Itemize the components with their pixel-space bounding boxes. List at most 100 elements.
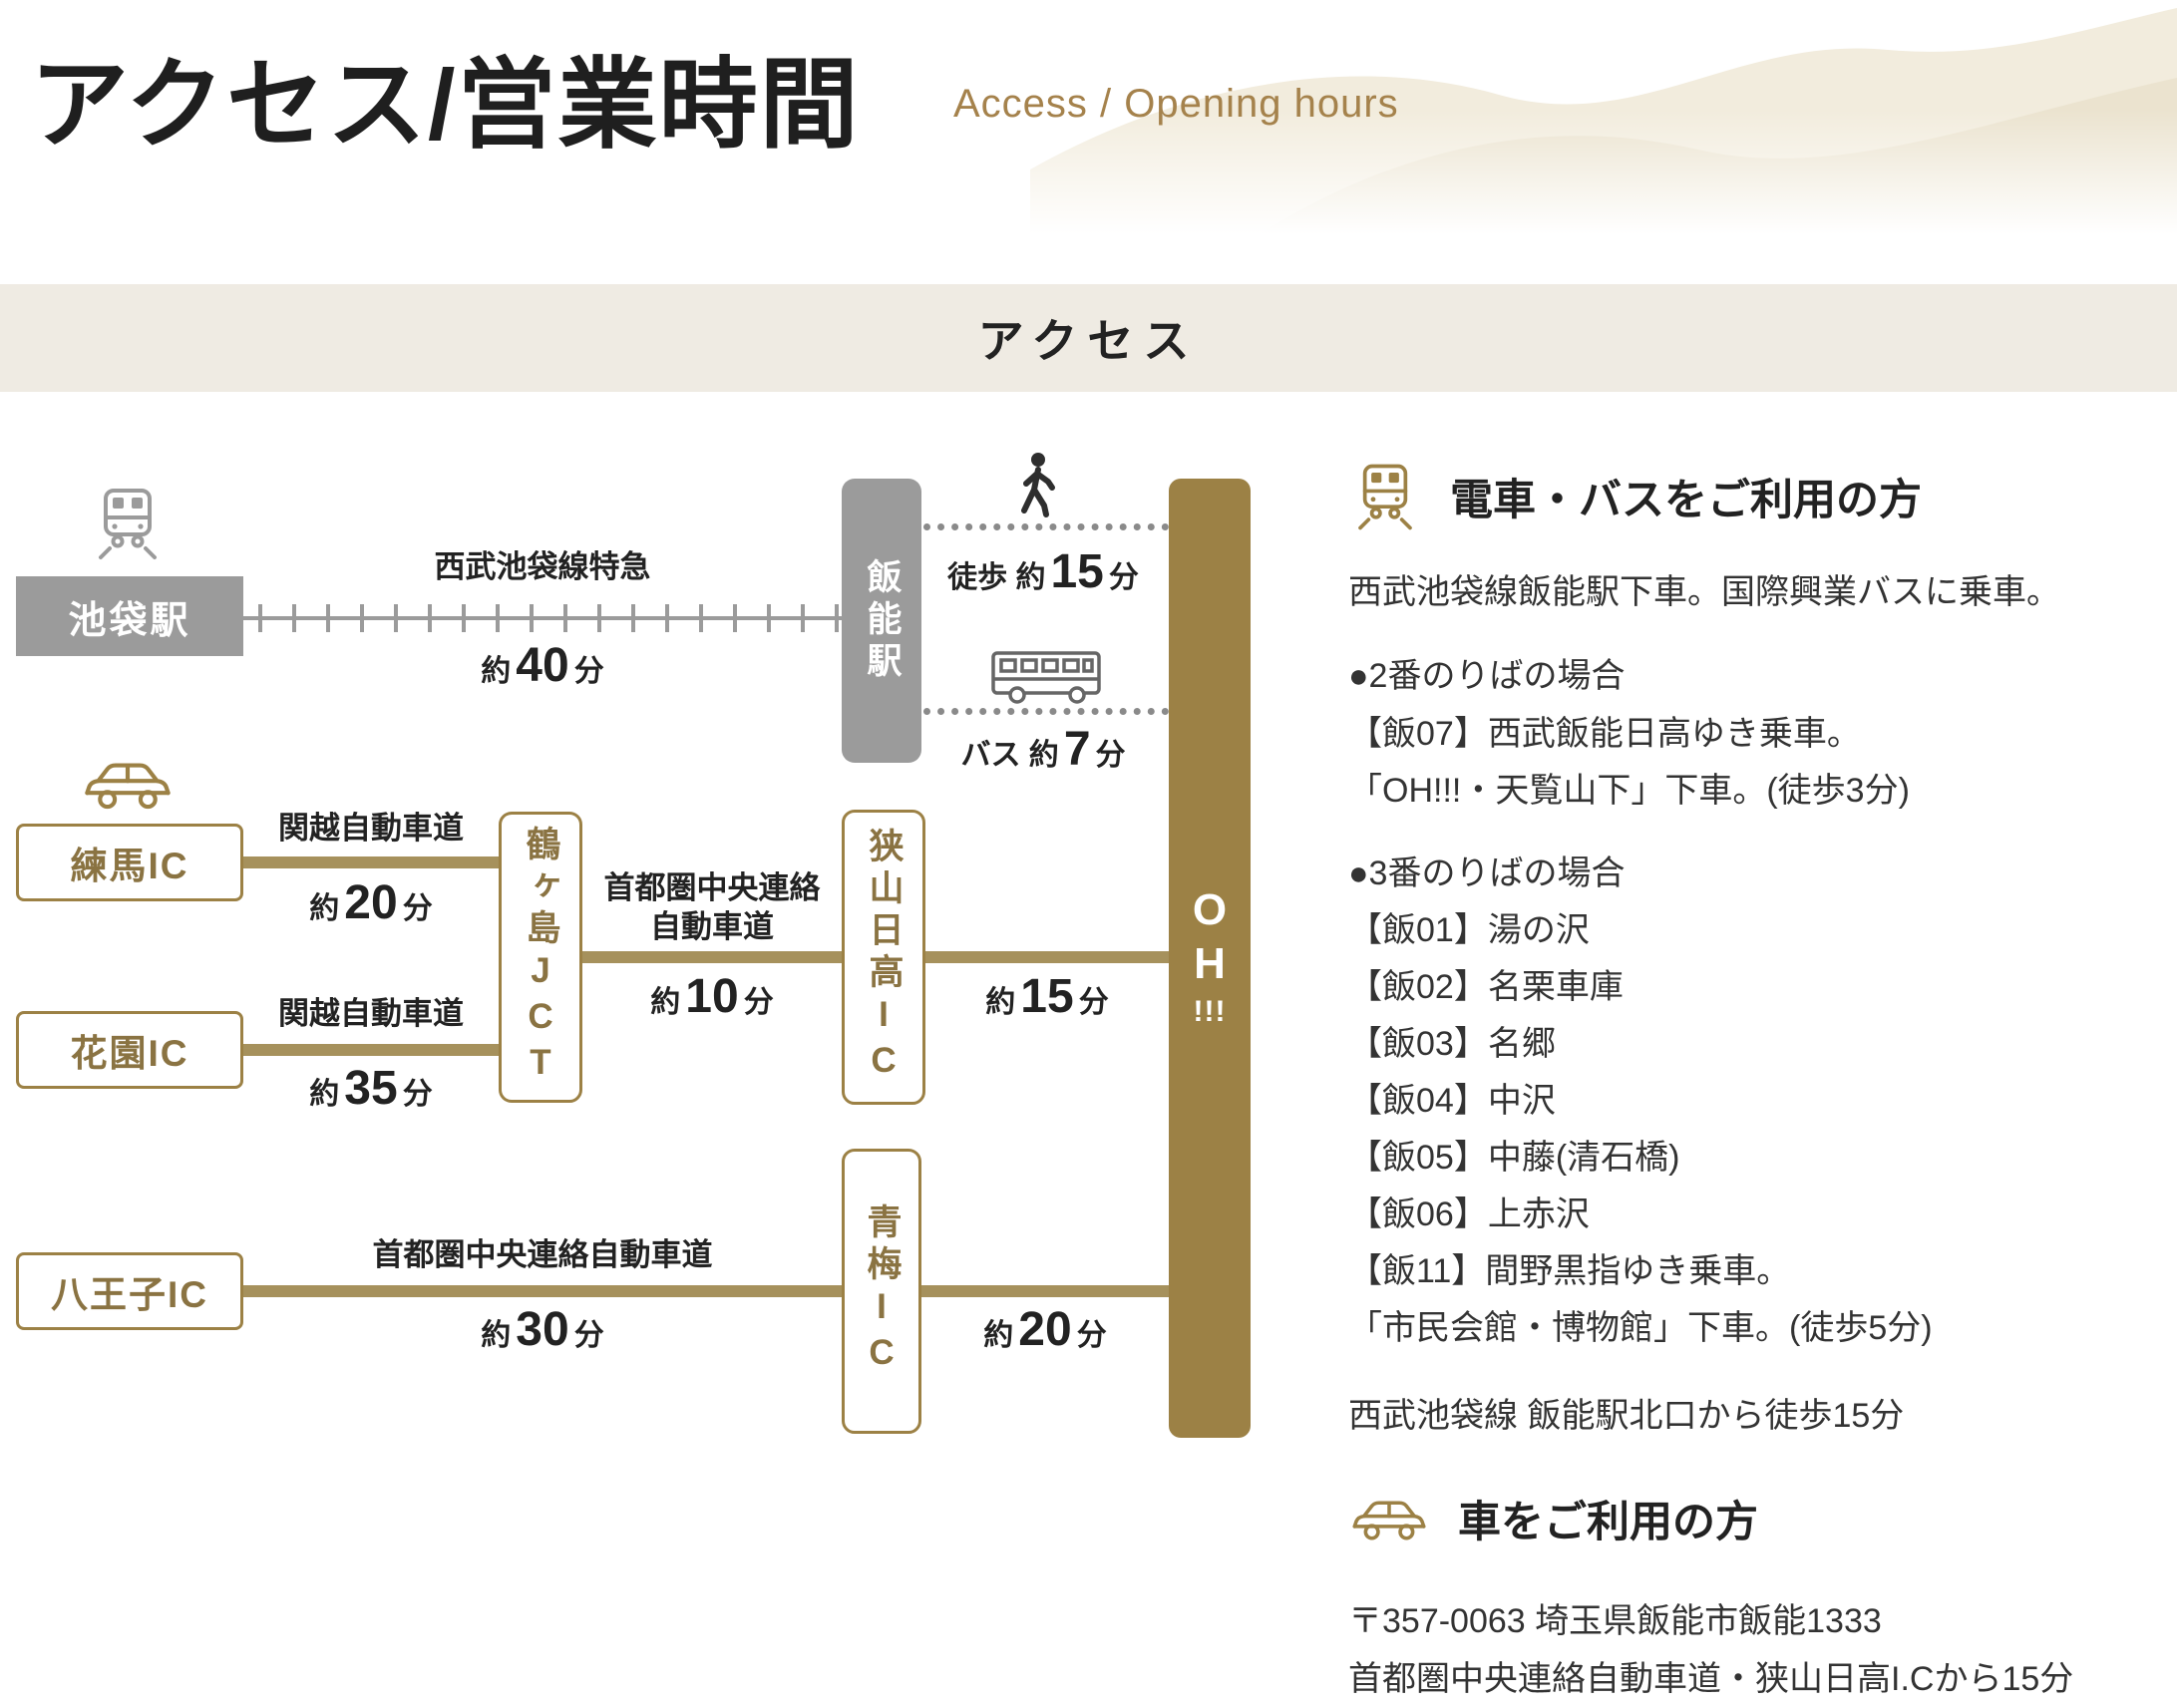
duration-prefix: 約 [985,986,1016,1019]
duration-value: 7 [1063,723,1091,776]
node-label: 青梅IC [862,1203,902,1379]
route-ome-oh [921,1285,1169,1297]
train-icon [99,489,157,559]
car-heading: 車をご利用の方 [1458,1499,1758,1546]
road-name: 関越自動車道 [278,811,464,846]
railway-line [243,604,842,632]
node-label: 花園IC [70,1033,189,1074]
node-label: 池袋駅 [68,599,191,642]
platform3-line: 【飯11】間野黒指ゆき乗車。 [1348,1252,1791,1290]
duration-value: 30 [516,1303,569,1356]
node-ikebukuro-station: 池袋駅 [16,576,243,656]
duration-unit: 分 [402,892,433,925]
page-subtitle: Access / Opening hours [953,82,1399,126]
route-hachioji-ome [243,1285,842,1297]
node-oh-destination: O H !!! [1169,479,1251,1438]
route-sayama-oh [925,951,1169,963]
node-label: !!! [1193,995,1227,1029]
walk-route-line [923,523,1169,530]
road-name: 関越自動車道 [278,996,464,1031]
duration-value: 15 [1020,970,1074,1023]
train-bus-heading: 電車・バスをご利用の方 [1450,477,1922,524]
train-bus-section-header: 電車・バスをご利用の方 [1348,457,1922,536]
duration-prefix: 約 [309,1078,340,1111]
node-label: 鶴ヶ島JCT [521,826,560,1089]
node-tsurugashima-jct: 鶴ヶ島JCT [499,812,582,1103]
duration-value: 15 [1050,545,1104,598]
duration-unit: 分 [573,655,604,688]
address: 〒357-0063 埼玉県飯能市飯能1333 [1348,1602,1882,1640]
duration-prefix: 約 [481,1319,512,1352]
platform2-line: 「OH!!!・天覧山下」下車。(徒歩3分) [1348,772,1910,810]
node-label: 狭山日高IC [864,828,904,1087]
station-walk-note: 西武池袋線 飯能駅北口から徒歩15分 [1348,1397,1905,1435]
duration-prefix: 徒歩 約 [947,561,1046,594]
road-name: 首都圏中央連絡 自動車道 [562,869,862,947]
road-name-line2: 自動車道 [650,908,774,944]
route-tsurugashima-sayama [582,951,842,963]
platform3-line: 【飯02】名栗車庫 [1348,968,1624,1006]
node-ome-ic: 青梅IC [842,1149,921,1434]
duration-prefix: 約 [309,892,340,925]
platform3-line: 【飯06】上赤沢 [1348,1196,1590,1233]
platform3-line: 【飯04】中沢 [1348,1082,1556,1120]
train-icon [1358,464,1412,530]
duration-value: 20 [1018,1303,1072,1356]
node-label: 練馬IC [70,846,189,886]
node-sayama-hidaka-ic: 狭山日高IC [842,810,925,1105]
car-icon [1352,1501,1426,1540]
section-banner: アクセス [0,284,2177,392]
route-hanazono-tsurugashima [243,1044,499,1056]
duration-unit: 分 [402,1078,433,1111]
car-route-note: 首都圏中央連絡自動車道・狭山日高I.Cから15分 [1348,1660,2074,1698]
car-icon [85,763,171,810]
node-hanazono-ic: 花園IC [16,1011,243,1089]
page-title: アクセス/営業時間 [30,49,861,160]
node-hachioji-ic: 八王子IC [16,1252,243,1330]
platform3-line: 「市民会館・博物館」下車。(徒歩5分) [1348,1309,1933,1347]
duration-value: 20 [344,876,398,929]
platform3-heading: ●3番のりばの場合 [1348,854,1626,892]
duration-unit: 分 [1108,561,1139,594]
node-label: 飯能駅 [862,557,902,684]
duration-prefix: 約 [983,1319,1014,1352]
train-line-name: 西武池袋線特急 [434,549,651,584]
section-banner-label: アクセス [977,315,1200,367]
node-hanno-station: 飯能駅 [842,479,921,763]
pedestrian-icon [1021,453,1055,517]
platform2-heading: ●2番のりばの場合 [1348,657,1626,695]
duration-value: 10 [685,970,739,1023]
duration-unit: 分 [1076,1319,1107,1352]
duration-unit: 分 [743,986,774,1019]
platform2-line: 【飯07】西武飯能日高ゆき乗車。 [1348,715,1861,753]
duration-prefix: 約 [481,655,512,688]
road-name-line1: 首都圏中央連絡 [603,870,821,905]
duration-unit: 分 [1078,986,1109,1019]
train-bus-intro: 西武池袋線飯能駅下車。国際興業バスに乗車。 [1348,573,2060,611]
node-label: 八王子IC [51,1274,208,1315]
duration-value: 35 [344,1062,398,1115]
platform3-line: 【飯05】中藤(清石橋) [1348,1139,1680,1177]
node-label: H [1194,939,1226,988]
route-nerima-tsurugashima [243,856,499,868]
platform3-line: 【飯03】名郷 [1348,1025,1556,1063]
car-section-header: 車をご利用の方 [1348,1488,1758,1549]
duration-prefix: 約 [650,986,681,1019]
road-name: 首都圏中央連絡自動車道 [372,1237,713,1272]
platform3-line: 【飯01】湯の沢 [1348,911,1590,949]
duration-unit: 分 [573,1319,604,1352]
duration-value: 40 [516,639,569,692]
duration-unit: 分 [1095,739,1126,772]
node-label: O [1192,884,1228,934]
node-nerima-ic: 練馬IC [16,824,243,901]
